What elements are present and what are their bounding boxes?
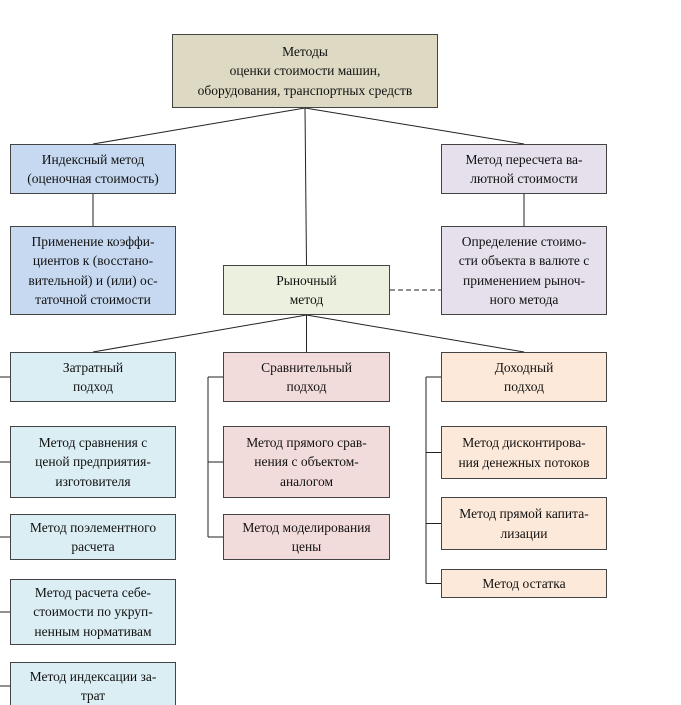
edge-root-index <box>92 107 306 145</box>
node-comparative-approach: Сравнительный подход <box>223 352 390 402</box>
node-cost-approach: Затратный подход <box>10 352 176 402</box>
edge-root-market <box>304 107 307 266</box>
node-cost-method-2: Метод поэлементного расчета <box>10 514 176 560</box>
node-currency-method: Метод пересчета ва- лютной стоимости <box>441 144 607 194</box>
node-income-approach: Доходный подход <box>441 352 607 402</box>
node-cost-method-4: Метод индексации за- трат <box>10 662 176 705</box>
node-comparative-method-2: Метод моделирования цены <box>223 514 390 560</box>
node-income-method-2: Метод прямой капита- лизации <box>441 497 607 550</box>
node-cost-method-3: Метод расчета себе- стоимости по укруп- … <box>10 579 176 645</box>
node-comparative-method-1: Метод прямого срав- нения с объектом- ан… <box>223 426 390 498</box>
node-market-method: Рыночный метод <box>223 265 390 315</box>
edge-root-currency <box>304 107 525 145</box>
node-income-method-1: Метод дисконтирова- ния денежных потоков <box>441 426 607 479</box>
node-index-apply: Применение коэффи- циентов к (восстано- … <box>10 226 176 315</box>
node-income-method-3: Метод остатка <box>441 569 607 598</box>
node-index-method: Индексный метод (оценочная стоимость) <box>10 144 176 194</box>
edge-market-cost <box>92 314 307 353</box>
node-root-methods: Методы оценки стоимости машин, оборудова… <box>172 34 438 108</box>
node-cost-method-1: Метод сравнения с ценой предприятия- изг… <box>10 426 176 498</box>
node-currency-definition: Определение стоимо- сти объекта в валюте… <box>441 226 607 315</box>
edge-market-income <box>306 314 525 353</box>
